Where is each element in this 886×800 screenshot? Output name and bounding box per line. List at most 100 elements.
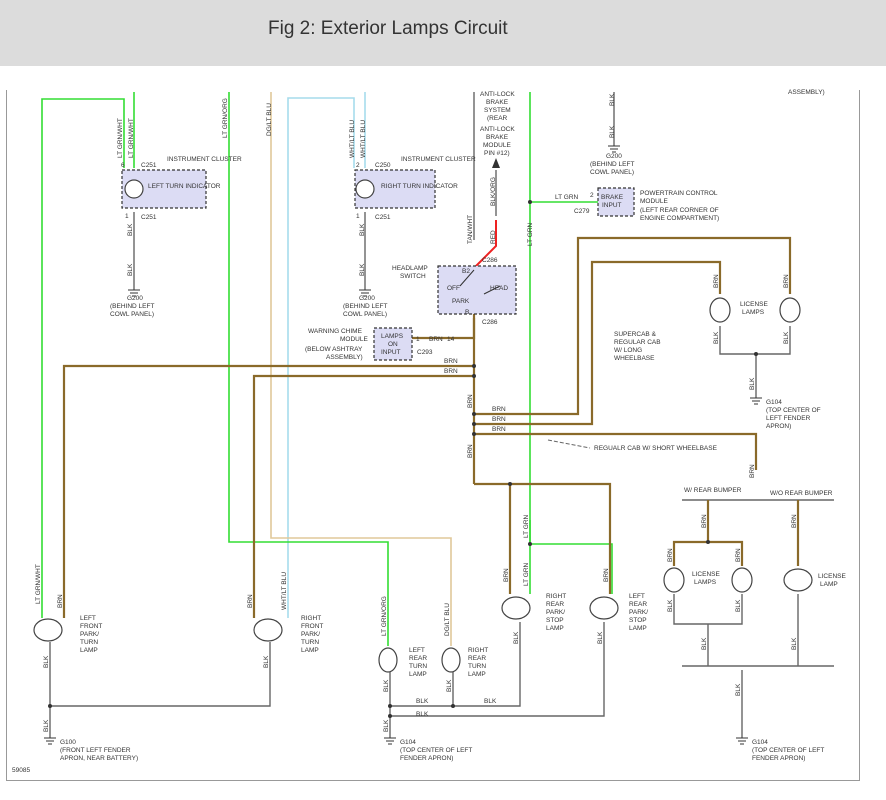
lrt-4: LAMP xyxy=(409,671,427,678)
pin-b: B xyxy=(465,309,469,316)
ground-icon xyxy=(736,737,748,745)
headlamp-switch-box xyxy=(437,265,517,315)
wire-label-blk-3: BLK xyxy=(416,711,429,718)
pcm-1: POWERTRAIN CONTROL xyxy=(640,190,718,197)
vlabel-blk-left-1: BLK xyxy=(127,223,134,236)
g100-loc-1: (FRONT LEFT FENDER xyxy=(60,747,131,754)
connector-c286-top: C286 xyxy=(482,257,498,264)
wire-dg-lt-blu xyxy=(270,92,452,646)
vlabel-lt-grn-org: LT GRN/ORG xyxy=(222,98,229,138)
wire-lt-grn-org xyxy=(228,92,389,646)
license-lamp-top-left-icon xyxy=(709,297,731,323)
wire-blk-g100 xyxy=(49,642,271,707)
rrt-2: REAR xyxy=(468,655,486,662)
lamps-on-1: LAMPS xyxy=(381,333,404,340)
wire-brn-left-feed xyxy=(62,364,474,618)
vlabel-lt-grn-wht-1: LT GRN/WHT xyxy=(117,118,124,158)
vlabel-lt-grn-wht-2: LT GRN/WHT xyxy=(128,118,135,158)
pin-1-lamps-on: 1 xyxy=(416,336,420,343)
vlabel-blk-g200: BLK xyxy=(609,93,616,106)
vlabel-brn-lrp: BRN xyxy=(603,568,610,582)
g104-top-loc-1: (TOP CENTER OF xyxy=(766,407,821,414)
vlabel-blk-right-1: BLK xyxy=(359,223,366,236)
ground-icon xyxy=(608,145,620,153)
supercab-4: WHEELBASE xyxy=(614,355,655,362)
vlabel-blk-lrt: BLK xyxy=(383,679,390,692)
vlabel-lt-grn-rrp-2: LT GRN xyxy=(523,562,530,586)
supercab-2: REGULAR CAB xyxy=(614,339,661,346)
vlabel-brn-bumper: BRN xyxy=(701,514,708,528)
pin-2-right: 2 xyxy=(356,162,360,169)
ground-symbols xyxy=(44,145,762,745)
wire-label-blk-1: BLK xyxy=(416,698,429,705)
rrp-5: LAMP xyxy=(546,625,564,632)
vlabel-wht-lt-blu-rfp: WHT/LT BLU xyxy=(281,572,288,610)
vlabel-blk-lrp: BLK xyxy=(597,631,604,644)
vlabel-brn-lic-r: BRN xyxy=(783,274,790,288)
rfp-5: LAMP xyxy=(301,647,319,654)
warning-chime-1: WARNING CHIME xyxy=(308,328,363,335)
g104-mid: G104 xyxy=(400,739,416,746)
vlabel-brn-down-1: BRN xyxy=(467,394,474,408)
lrp-2: REAR xyxy=(629,601,647,608)
ground-icon xyxy=(750,397,762,405)
g200-top-loc-1: (BEHIND LEFT xyxy=(590,161,634,168)
vlabel-blk-left-2: BLK xyxy=(127,263,134,276)
license-lamps-bumper-2: LAMPS xyxy=(694,579,717,586)
lfp-4: TURN xyxy=(80,639,98,646)
wire-blk-rrp xyxy=(453,622,521,707)
wire-label-brn-2: BRN xyxy=(444,368,458,375)
left-rear-park-lamp-icon xyxy=(589,596,619,620)
pin-1-right: 1 xyxy=(356,213,360,220)
left-turn-bulb-icon xyxy=(124,179,144,199)
g100-loc-2: APRON, NEAR BATTERY) xyxy=(60,755,138,762)
g200-right-loc-2: COWL PANEL) xyxy=(343,311,387,318)
vlabel-blk-bl-down: BLK xyxy=(701,637,708,650)
rrp-2: REAR xyxy=(546,601,564,608)
vlabel-blk-g104-mid: BLK xyxy=(383,719,390,732)
left-turn-indicator-label: LEFT TURN INDICATOR xyxy=(148,183,221,190)
vlabel-blk-right-2: BLK xyxy=(359,263,366,276)
right-rear-turn-lamp-icon xyxy=(441,647,461,673)
connector-c251-top: C251 xyxy=(141,162,157,169)
vlabel-brn-lfp: BRN xyxy=(57,594,64,608)
wire-label-brn-4: BRN xyxy=(492,416,506,423)
abs-mod-3: MODULE xyxy=(483,142,511,149)
vlabel-blk-lic-r: BLK xyxy=(783,331,790,344)
splices xyxy=(48,200,758,718)
pcm-3: (LEFT REAR CORNER OF xyxy=(640,207,719,214)
lamps-on-2: ON xyxy=(388,341,398,348)
rrt-4: LAMP xyxy=(468,671,486,678)
g104-right-loc-1: (TOP CENTER OF LEFT xyxy=(752,747,824,754)
vlabel-blk-bl-r: BLK xyxy=(735,599,742,612)
switch-head: HEAD xyxy=(490,285,508,292)
pin-6: 6 xyxy=(121,162,125,169)
instrument-cluster-right: INSTRUMENT CLUSTER xyxy=(401,156,476,163)
wire-brn-w-bumper xyxy=(672,500,710,566)
ground-icon xyxy=(384,737,396,745)
lfp-2: FRONT xyxy=(80,623,102,630)
abs-rear-4: (REAR xyxy=(487,115,508,122)
vlabel-blk-g100: BLK xyxy=(43,719,50,732)
lrt-3: TURN xyxy=(409,663,427,670)
license-lamp-2: LAMP xyxy=(820,581,838,588)
lfp-5: LAMP xyxy=(80,647,98,654)
connector-c279: C279 xyxy=(574,208,590,215)
ground-icon xyxy=(44,737,56,745)
switch-head-arrow-icon xyxy=(483,285,501,295)
pcm-4: ENGINE COMPARTMENT) xyxy=(640,215,719,222)
rfp-4: TURN xyxy=(301,639,319,646)
rrt-3: TURN xyxy=(468,663,486,670)
lamp-symbols xyxy=(33,297,813,673)
pin-2-brake: 2 xyxy=(590,192,594,199)
w-rear-bumper: W/ REAR BUMPER xyxy=(684,487,742,494)
wire-red xyxy=(475,220,497,267)
lfp-3: PARK/ xyxy=(80,631,99,638)
warning-chime-2: MODULE xyxy=(340,336,368,343)
diagram-frame xyxy=(6,90,860,781)
figure-id: 59085 xyxy=(12,767,30,774)
abs-mod-2: BRAKE xyxy=(486,134,509,141)
vlabel-blk-lic-l: BLK xyxy=(713,331,720,344)
vlabel-blk-g200-2: BLK xyxy=(609,125,616,138)
rfp-2: FRONT xyxy=(301,623,323,630)
